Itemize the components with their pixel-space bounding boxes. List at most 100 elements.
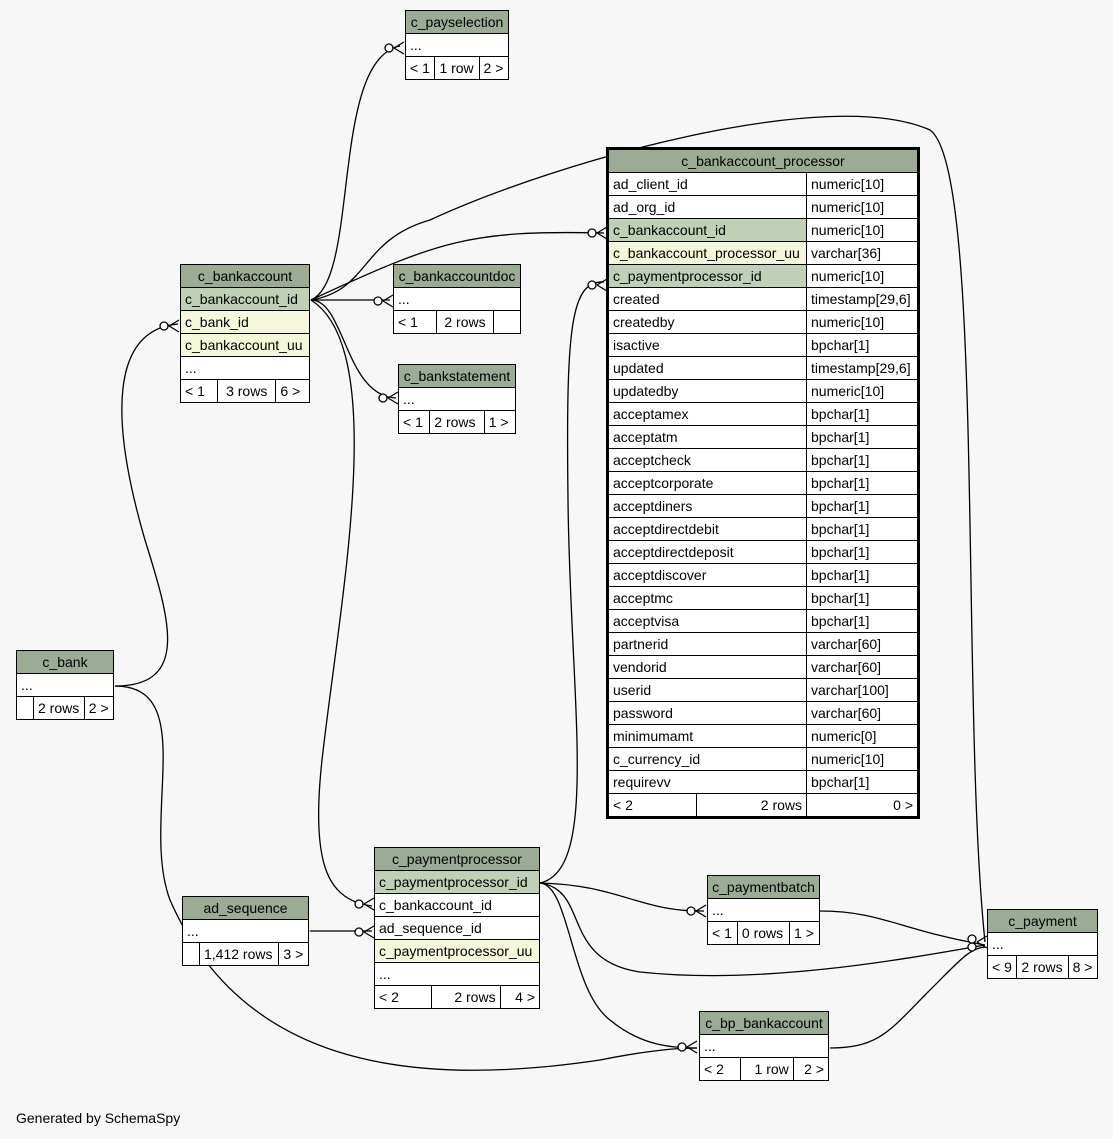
column-name[interactable]: acceptcorporate (607, 471, 807, 495)
column-name[interactable]: userid (607, 678, 807, 702)
column-type: varchar[36] (806, 241, 919, 265)
children-count: 3 > (278, 942, 309, 966)
edge-paymentprocessor-bpbankaccount (539, 882, 698, 1049)
table-c_payselection[interactable]: c_payselection ... < 1 1 row 2 > (404, 10, 510, 80)
column-type: bpchar[1] (806, 563, 919, 587)
column-name[interactable]: acceptdiscover (607, 563, 807, 587)
column-name[interactable]: acceptdirectdebit (607, 517, 807, 541)
table-c_bp_bankaccount[interactable]: c_bp_bankaccount ... < 2 1 row 2 > (699, 1011, 830, 1081)
column-name[interactable]: acceptcheck (607, 448, 807, 472)
children-count: 4 > (499, 985, 541, 1009)
column-name[interactable]: c_paymentprocessor_id (607, 264, 807, 288)
table-title[interactable]: c_bp_bankaccount (699, 1011, 829, 1035)
table-title[interactable]: c_bank (16, 650, 114, 674)
column-name[interactable]: acceptamex (607, 402, 807, 426)
table-ad_sequence[interactable]: ad_sequence ... 1,412 rows 3 > (182, 896, 309, 966)
column-name[interactable]: acceptdiners (607, 494, 807, 518)
parents-count: < 1 (404, 56, 436, 80)
table-c_bankaccount[interactable]: c_bankaccount c_bankaccount_id c_bank_id… (180, 264, 310, 403)
column-name[interactable]: password (607, 701, 807, 725)
column-c_bank_id[interactable]: c_bank_id (180, 310, 310, 334)
table-c_payment[interactable]: c_payment ... < 9 2 rows 8 > (986, 909, 1099, 979)
parents-count: < 1 (393, 310, 437, 334)
column-name[interactable]: requirevv (607, 770, 807, 794)
table-title[interactable]: c_payselection (405, 10, 509, 34)
column-name[interactable]: acceptatm (607, 425, 807, 449)
children-count: 6 > (275, 379, 310, 403)
table-title[interactable]: c_bankstatement (398, 364, 516, 388)
table-title[interactable]: c_bankaccount (180, 264, 310, 288)
column-c_paymentprocessor_uu[interactable]: c_paymentprocessor_uu (374, 939, 540, 963)
column-c_bankaccount_id[interactable]: c_bankaccount_id (180, 287, 310, 311)
row-count: 2 rows (436, 310, 494, 334)
parents-count: < 2 (607, 793, 697, 818)
column-name[interactable]: c_bankaccount_id (607, 218, 807, 242)
column-name[interactable]: ad_org_id (607, 195, 807, 219)
column-c_bankaccount_uu[interactable]: c_bankaccount_uu (180, 333, 310, 357)
column-name[interactable]: c_bankaccount_processor_uu (607, 241, 807, 265)
column-name[interactable]: updatedby (607, 379, 807, 403)
column-name[interactable]: ad_client_id (607, 172, 807, 196)
column-name[interactable]: minimumamt (607, 724, 807, 748)
row-count: 3 rows (216, 379, 277, 403)
column-c_bankaccount_id[interactable]: c_bankaccount_id (374, 893, 540, 917)
parents-count (16, 696, 34, 720)
column-type: numeric[0] (806, 724, 919, 748)
column-name[interactable]: c_currency_id (607, 747, 807, 771)
table-c_bank[interactable]: c_bank ... 2 rows 2 > (16, 650, 115, 720)
table-title[interactable]: c_payment (987, 909, 1098, 933)
column-name[interactable]: updated (607, 356, 807, 380)
table-c_paymentbatch[interactable]: c_paymentbatch ... < 1 0 rows 1 > (707, 875, 820, 945)
table-title[interactable]: ad_sequence (182, 896, 309, 920)
table-title[interactable]: c_paymentprocessor (374, 847, 540, 871)
column-name[interactable]: acceptvisa (607, 609, 807, 633)
edge-paymentprocessor-processor (539, 281, 605, 884)
column-name[interactable]: createdby (607, 310, 807, 334)
edge-bankaccount-payselection (310, 45, 401, 301)
column-name[interactable]: created (607, 287, 807, 311)
table-title[interactable]: c_bankaccountdoc (393, 264, 521, 288)
column-ad_sequence_id[interactable]: ad_sequence_id (374, 916, 540, 940)
column-name[interactable]: vendorid (607, 655, 807, 679)
column-name[interactable]: acceptdirectdeposit (607, 540, 807, 564)
more-columns: ... (398, 387, 516, 411)
table-title[interactable]: c_paymentbatch (707, 875, 820, 899)
column-name[interactable]: isactive (607, 333, 807, 357)
column-c_paymentprocessor_id[interactable]: c_paymentprocessor_id (374, 870, 540, 894)
column-name[interactable]: partnerid (607, 632, 807, 656)
table-c_bankaccountdoc[interactable]: c_bankaccountdoc ... < 1 2 rows (393, 264, 521, 334)
table-title[interactable]: c_bankaccount_processor (607, 148, 919, 173)
table-c_paymentprocessor[interactable]: c_paymentprocessor c_paymentprocessor_id… (374, 847, 541, 1009)
children-count: 2 > (83, 696, 115, 720)
table-c_bankstatement[interactable]: c_bankstatement ... < 1 2 rows 1 > (397, 364, 517, 434)
column-name[interactable]: acceptmc (607, 586, 807, 610)
